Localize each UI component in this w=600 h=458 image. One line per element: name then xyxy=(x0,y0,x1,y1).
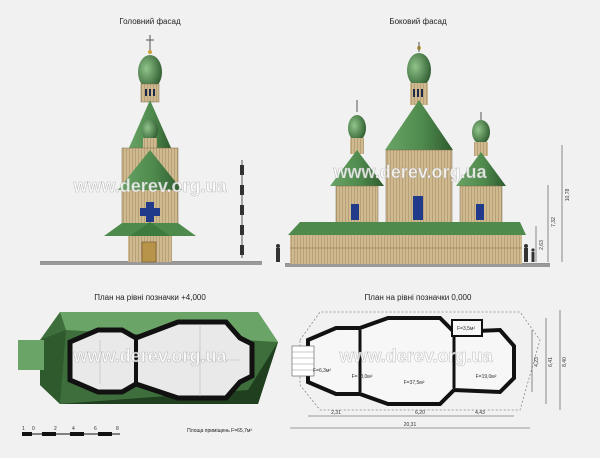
watermark-2: www.derev.org.ua xyxy=(332,162,487,182)
scale-tick-4: 4 xyxy=(72,426,75,432)
room-area-1: F=3,5м² xyxy=(457,326,475,332)
scale-tick-2: 0 xyxy=(32,426,35,432)
plan-dim-w3: 8,40 xyxy=(562,357,568,367)
plan-dim-w1: 4,23 xyxy=(534,357,540,367)
elevation-dim-h1: 10,78 xyxy=(565,189,571,202)
plan-dim-total: 20,31 xyxy=(404,422,417,428)
watermark-1: www.derev.org.ua xyxy=(72,176,227,196)
room-area-2: F=6,3м² xyxy=(313,368,331,374)
front-facade xyxy=(40,35,262,265)
upper-plan: 1 0 2 4 6 8 Площа приміщень F=65,7м² xyxy=(18,312,278,436)
plan-dim-w2: 6,41 xyxy=(548,357,554,367)
upper-plan-title: План на рівні позначки +4,000 xyxy=(94,293,206,302)
watermark-3: www.derev.org.ua xyxy=(72,346,227,366)
elevation-dim-h3: 2,63 xyxy=(539,240,545,250)
ground-plan-title: План на рівні позначки 0,000 xyxy=(365,293,472,302)
scale-tick-6: 8 xyxy=(116,426,119,432)
plan-dim-3: 4,43 xyxy=(475,410,485,416)
plan-dim-1: 2,31 xyxy=(331,410,341,416)
side-facade-title: Боковий фасад xyxy=(389,17,447,26)
area-note: Площа приміщень F=65,7м² xyxy=(187,428,252,434)
scale-tick-3: 2 xyxy=(54,426,57,432)
side-facade: 10,78 7,32 2,63 xyxy=(276,42,571,267)
plan-dim-2: 6,20 xyxy=(415,410,425,416)
ground-plan: F=3,5м² F=6,3м² F=18,0м² F=37,5м² F=19,0… xyxy=(290,310,568,429)
scale-tick-5: 6 xyxy=(94,426,97,432)
elevation-dim-h2: 7,32 xyxy=(551,217,557,227)
room-area-3: F=18,0м² xyxy=(352,374,373,380)
watermark-4: www.derev.org.ua xyxy=(338,346,493,366)
front-facade-title: Головний фасад xyxy=(119,17,181,26)
room-area-5: F=19,0м² xyxy=(476,374,497,380)
room-area-4: F=37,5м² xyxy=(404,380,425,386)
scale-tick-1: 1 xyxy=(22,426,25,432)
